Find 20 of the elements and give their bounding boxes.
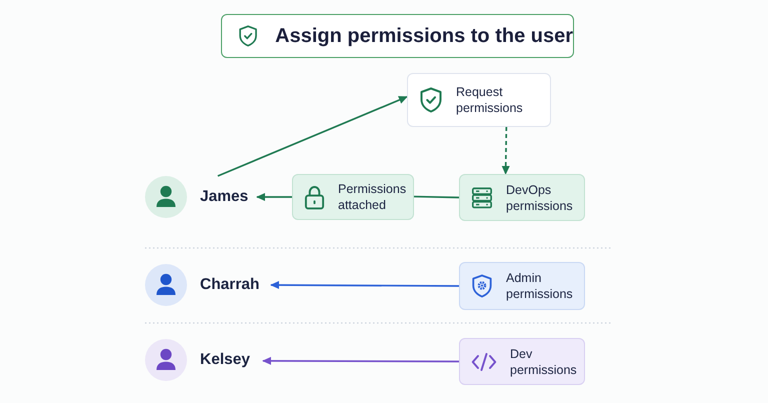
node-label: Request permissions bbox=[456, 84, 524, 116]
permission-box bbox=[407, 73, 551, 127]
arrow bbox=[217, 96, 408, 177]
arrow bbox=[270, 281, 459, 290]
dashed-arrow bbox=[502, 126, 510, 175]
user-name: James bbox=[200, 188, 248, 206]
permission-box bbox=[459, 262, 585, 310]
node-label: DevOps permissions bbox=[506, 182, 574, 214]
connector-line bbox=[414, 196, 460, 198]
node-label: Dev permissions bbox=[510, 346, 578, 378]
user-name: Charrah bbox=[200, 276, 260, 294]
user-name: Kelsey bbox=[200, 351, 250, 369]
permission-box bbox=[459, 174, 585, 221]
arrow bbox=[256, 192, 292, 202]
arrow bbox=[262, 356, 459, 365]
permission-box bbox=[459, 338, 585, 385]
node-label: Admin permissions bbox=[506, 270, 574, 302]
permission-box bbox=[292, 174, 414, 220]
node-label: Permissions attached bbox=[338, 181, 408, 213]
title-text: Assign permissions to the user bbox=[275, 24, 573, 48]
